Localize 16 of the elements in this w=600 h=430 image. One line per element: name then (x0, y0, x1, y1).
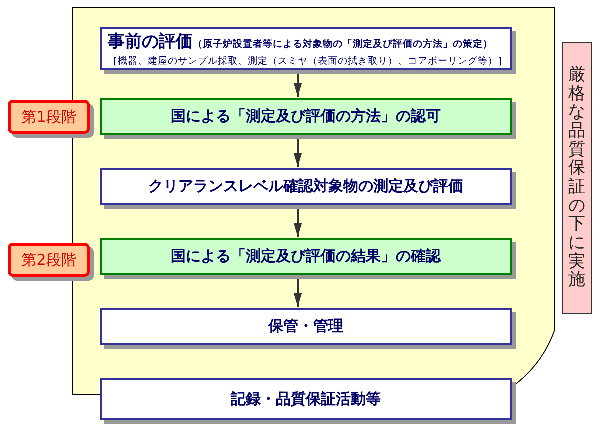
box-label: 記録・品質保証活動等 (231, 390, 381, 408)
box-label: 国による「測定及び評価の結果」の確認 (171, 247, 441, 266)
detail-text: ［機器、建屋のサンプル採取、測定（スミヤ（表面の拭き取り）、コアボーリング等）］ (108, 54, 508, 68)
heading: 事前の評価 (108, 30, 193, 52)
box-label: 国による「測定及び評価の方法」の認可 (171, 107, 441, 126)
box-label: 保管・管理 (268, 317, 344, 336)
down-arrow (294, 209, 302, 237)
box-label: クリアランスレベル確認対象物の測定及び評価 (148, 177, 464, 196)
box-label: 第1段階 (22, 108, 76, 126)
subheading: （原子炉設置者等による対象物の「測定及び評価の方法」の策定） (193, 38, 493, 50)
box-label: 厳格な品質保証の下に実施 (568, 66, 586, 290)
down-arrow (294, 139, 302, 167)
box-label: 第2段階 (22, 250, 76, 270)
note-scroll (562, 42, 592, 314)
down-arrow (294, 74, 302, 97)
down-arrow (294, 279, 302, 307)
